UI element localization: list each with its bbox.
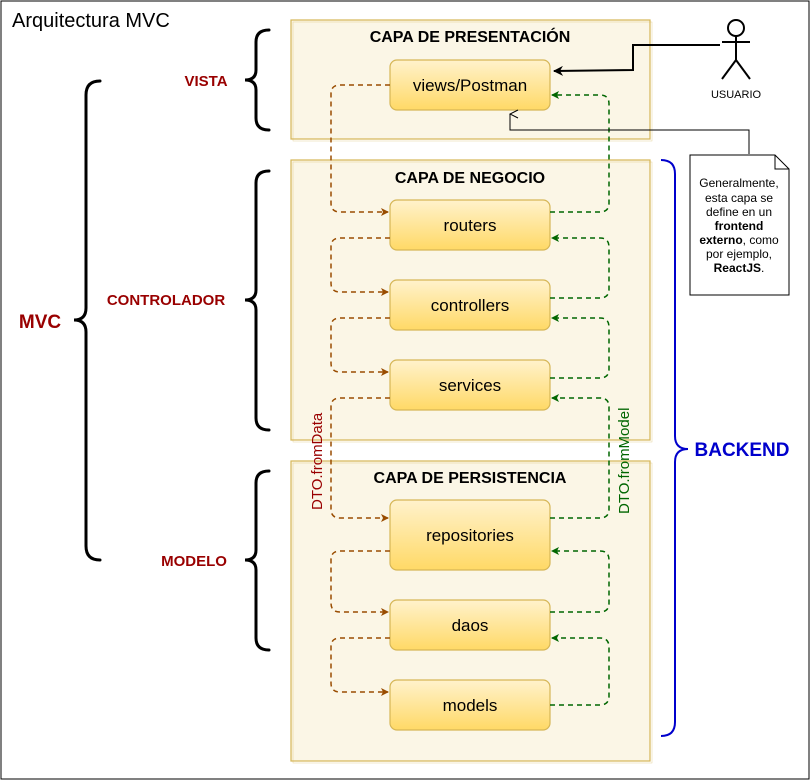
controlador-label: CONTROLADOR	[107, 292, 225, 309]
svg-text:controllers: controllers	[431, 296, 509, 315]
mvc-label: MVC	[19, 312, 62, 333]
svg-text:repositories: repositories	[426, 526, 514, 545]
dto-from-data-label: DTO.fromData	[309, 412, 326, 510]
svg-text:ReactJS.: ReactJS.	[714, 261, 765, 275]
vista-label: VISTA	[184, 73, 227, 90]
note-connector	[510, 114, 750, 154]
component-views: views/Postman	[389, 59, 551, 111]
modelo-label: MODELO	[161, 553, 227, 570]
user-label: USUARIO	[711, 89, 762, 101]
svg-text:frontend: frontend	[715, 219, 764, 233]
response-flow-arrows	[550, 91, 610, 706]
frontend-note: Generalmente, esta capa se define en un …	[689, 154, 790, 296]
component-routers: routers	[389, 199, 551, 251]
component-controllers: controllers	[389, 279, 551, 331]
backend-brace	[660, 159, 689, 737]
svg-text:models: models	[443, 696, 498, 715]
mvc-braces	[73, 28, 271, 652]
user-actor-icon	[721, 19, 751, 80]
layer-presentation-title: CAPA DE PRESENTACIÓN	[370, 27, 571, 46]
svg-text:esta capa se: esta capa se	[705, 191, 773, 205]
svg-text:Generalmente,: Generalmente,	[699, 176, 778, 190]
component-daos: daos	[389, 599, 551, 651]
svg-text:daos: daos	[452, 616, 489, 635]
svg-text:views/Postman: views/Postman	[413, 76, 527, 95]
svg-text:define en un: define en un	[706, 205, 772, 219]
dto-from-model-label: DTO.fromModel	[616, 408, 633, 514]
request-flow-arrows	[330, 84, 390, 696]
component-services: services	[389, 359, 551, 411]
component-models: models	[389, 679, 551, 731]
user-to-views-arrow	[553, 44, 720, 76]
svg-text:por ejemplo,: por ejemplo,	[706, 247, 772, 261]
svg-text:routers: routers	[444, 216, 497, 235]
svg-text:services: services	[439, 376, 501, 395]
component-repositories: repositories	[389, 499, 551, 571]
layer-persistence-title: CAPA DE PERSISTENCIA	[374, 470, 567, 487]
svg-text:externo, como: externo, como	[699, 233, 779, 247]
page-title: Arquitectura MVC	[12, 10, 170, 32]
backend-label: BACKEND	[695, 440, 790, 461]
layer-business-title: CAPA DE NEGOCIO	[395, 170, 545, 187]
